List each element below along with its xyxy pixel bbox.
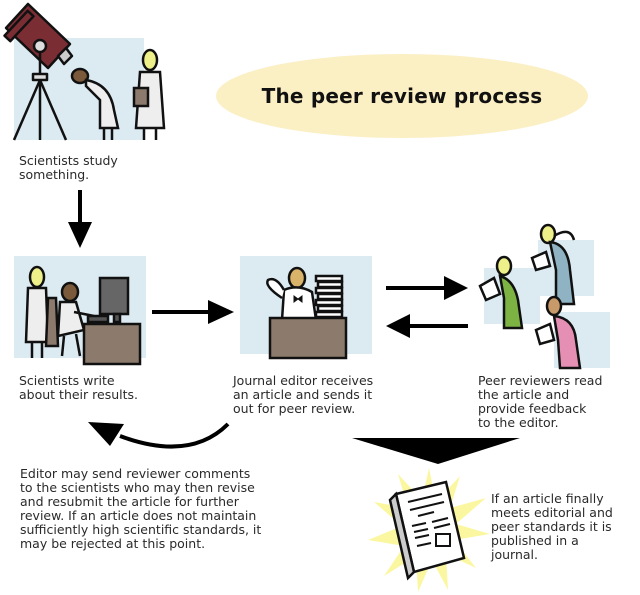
- diagram-title: The peer review process: [261, 84, 543, 108]
- scientists-at-computer-icon: [14, 256, 146, 366]
- arrow-reviewers-to-editor: [386, 314, 468, 338]
- step-write-caption: Scientists write about their results.: [19, 373, 138, 402]
- arrow-write-to-editor: [152, 300, 234, 324]
- step-reviewers-caption: Peer reviewers read the article and prov…: [478, 373, 603, 430]
- step-editor-caption: Journal editor receives an article and s…: [233, 373, 374, 416]
- revise-note: Editor may send reviewer comments to the…: [20, 466, 262, 551]
- published-journal-icon: [368, 468, 490, 592]
- arrow-reviewers-to-publish: [352, 438, 520, 464]
- arrow-editor-to-reviewers: [386, 276, 468, 300]
- arrow-editor-back-to-write: [88, 422, 230, 449]
- telescope-scientists-icon: [3, 2, 166, 141]
- title-banner: The peer review process: [216, 54, 588, 138]
- journal-editor-icon: [240, 256, 372, 360]
- step-publish-caption: If an article finally meets editorial an…: [491, 491, 613, 562]
- arrow-study-to-write: [68, 190, 92, 248]
- peer-reviewers-icon: [478, 223, 610, 370]
- step-study-caption: Scientists study something.: [19, 153, 118, 182]
